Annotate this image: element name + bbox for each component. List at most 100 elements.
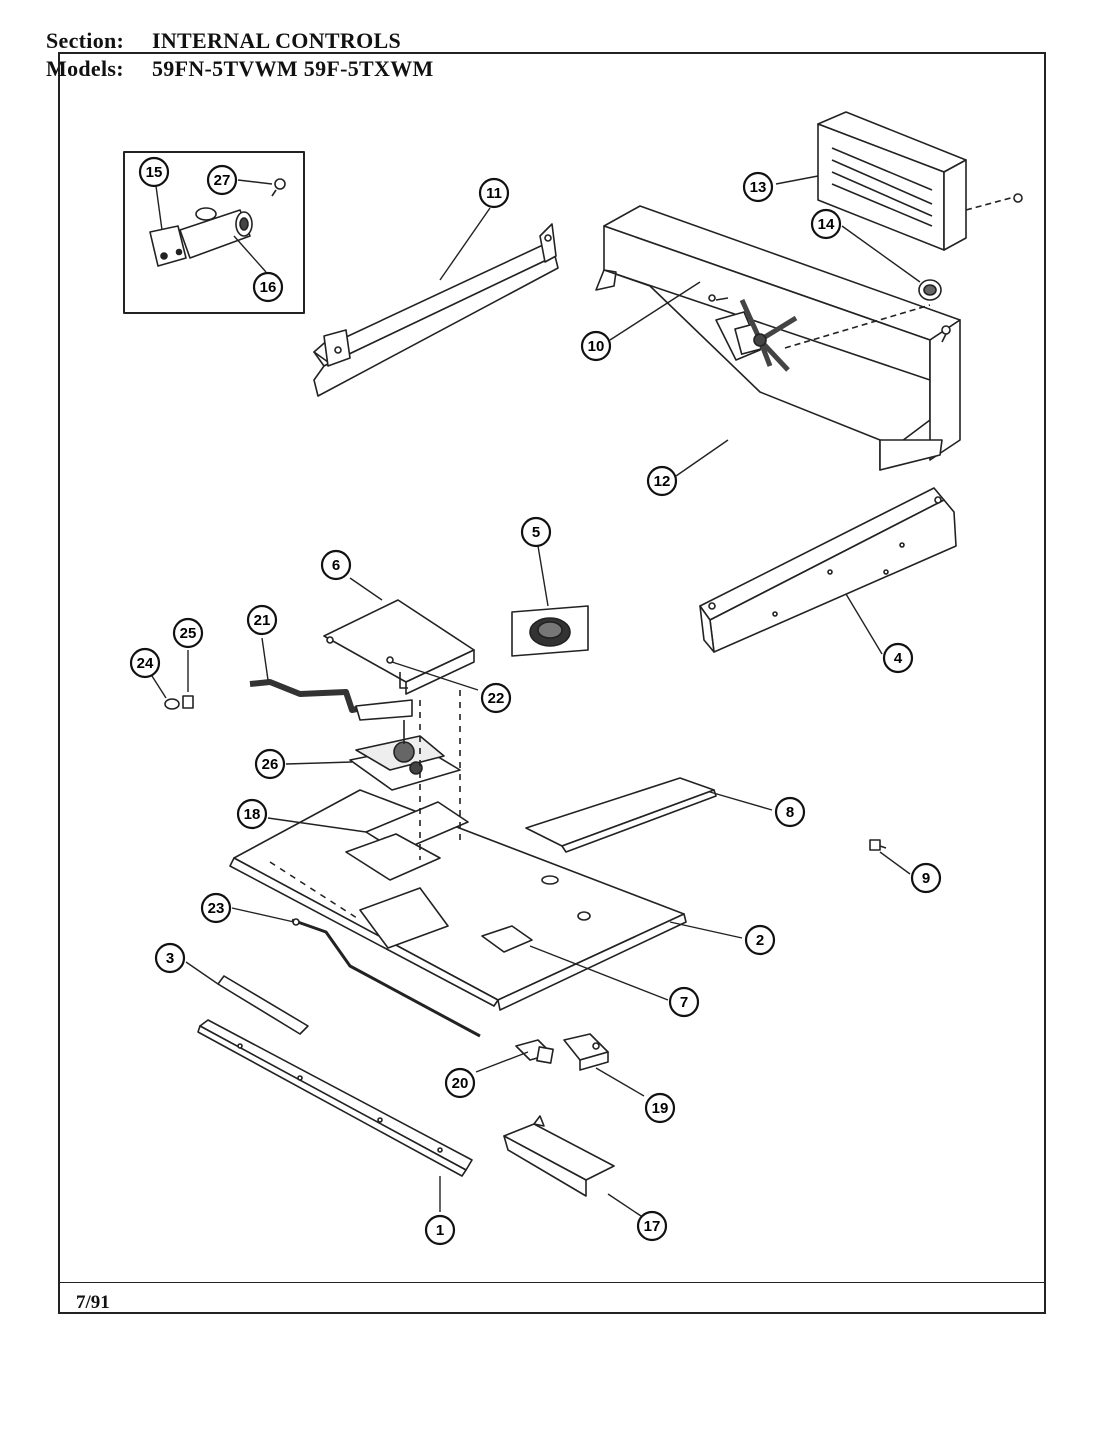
callout-number: 8 — [786, 804, 794, 821]
part-5-thermostat — [511, 605, 589, 657]
callout-20: 20 — [444, 1067, 476, 1099]
callout-22: 22 — [480, 682, 512, 714]
callout-number: 11 — [486, 185, 502, 202]
callout-number: 3 — [166, 950, 174, 967]
callout-circle — [424, 1214, 456, 1246]
diagram-frame — [58, 52, 1046, 1314]
part-17-channel — [503, 1115, 615, 1197]
footer-divider — [58, 1282, 1046, 1283]
part-3-angle — [217, 975, 309, 1035]
callout-number: 9 — [922, 870, 930, 887]
callout-circle — [480, 682, 512, 714]
callout-number: 13 — [750, 179, 767, 196]
callout-circle — [236, 798, 268, 830]
callout-number: 25 — [180, 625, 197, 642]
callout-25: 25 — [172, 617, 204, 649]
callout-number: 12 — [654, 473, 671, 490]
part-19-switch — [563, 1033, 609, 1071]
callout-21: 21 — [246, 604, 278, 636]
callout-3: 3 — [154, 942, 186, 974]
callout-1: 1 — [424, 1214, 456, 1246]
models-header: Models:59FN-5TVWM 59F-5TXWM — [46, 56, 434, 82]
part-10-duct — [595, 205, 961, 471]
callout-7: 7 — [668, 986, 700, 1018]
callout-24: 24 — [129, 647, 161, 679]
section-header: Section: INTERNAL CONTROLS — [46, 28, 401, 54]
callout-26: 26 — [254, 748, 286, 780]
callout-number: 15 — [146, 164, 163, 181]
part-15-switch-plate — [149, 225, 187, 267]
callout-circle — [882, 642, 914, 674]
callout-13: 13 — [742, 171, 774, 203]
part-20-switch — [515, 1039, 554, 1064]
callout-number: 27 — [214, 172, 231, 189]
part-8-strip — [525, 777, 717, 853]
callout-number: 14 — [818, 216, 835, 233]
callout-number: 6 — [332, 557, 340, 574]
callout-17: 17 — [636, 1210, 668, 1242]
callout-number: 4 — [894, 650, 903, 667]
callout-19: 19 — [644, 1092, 676, 1124]
callout-circle — [742, 171, 774, 203]
callout-group: 1234567891011121314151617181920212223242… — [129, 156, 942, 1246]
callout-circle — [254, 748, 286, 780]
callout-number: 5 — [532, 524, 540, 541]
callout-circle — [910, 862, 942, 894]
callout-circle — [520, 516, 552, 548]
part-25-spacer — [182, 695, 194, 709]
callout-circle — [668, 986, 700, 1018]
callout-circle — [252, 271, 284, 303]
callout-number: 17 — [644, 1218, 661, 1235]
part-9-clip — [869, 839, 887, 851]
callout-circle — [206, 164, 238, 196]
part-24-clip — [164, 698, 180, 710]
callout-number: 20 — [452, 1075, 469, 1092]
callout-circle — [200, 892, 232, 924]
callout-number: 23 — [208, 900, 225, 917]
callout-number: 19 — [652, 1100, 669, 1117]
callout-circle — [644, 1092, 676, 1124]
callout-12: 12 — [646, 465, 678, 497]
callout-circle — [810, 208, 842, 240]
callout-14: 14 — [810, 208, 842, 240]
callout-number: 21 — [254, 612, 271, 629]
callout-number: 7 — [680, 994, 688, 1011]
callout-circle — [444, 1067, 476, 1099]
callout-number: 18 — [244, 806, 261, 823]
callout-number: 24 — [137, 655, 154, 672]
section-title: INTERNAL CONTROLS — [152, 28, 401, 53]
part-4-rail — [699, 487, 957, 653]
callout-number: 16 — [260, 279, 277, 296]
part-23-rod — [291, 918, 481, 1038]
callout-23: 23 — [200, 892, 232, 924]
part-13-vent-housing — [817, 111, 1023, 251]
callout-circle — [129, 647, 161, 679]
callout-circle — [478, 177, 510, 209]
part-12-fan-motor — [708, 294, 798, 372]
part-6-cover-plate — [323, 599, 475, 695]
callout-circle — [154, 942, 186, 974]
part-2-base-panel — [229, 690, 687, 1011]
callout-9: 9 — [910, 862, 942, 894]
models-list: 59FN-5TVWM 59F-5TXWM — [152, 56, 434, 81]
section-label: Section: — [46, 28, 125, 53]
callout-27: 27 — [206, 164, 238, 196]
part-11-bracket — [313, 223, 559, 397]
part-16-solenoid — [179, 207, 253, 259]
callout-16: 16 — [252, 271, 284, 303]
part-1-long-rail — [197, 1019, 473, 1177]
callout-number: 26 — [262, 756, 279, 773]
callout-circle — [744, 924, 776, 956]
callout-number: 2 — [756, 932, 764, 949]
callout-6: 6 — [320, 549, 352, 581]
callout-circle — [138, 156, 170, 188]
leader-lines — [151, 175, 921, 1223]
callout-11: 11 — [478, 177, 510, 209]
callout-circle — [774, 796, 806, 828]
revision-date: 7/91 — [76, 1292, 110, 1313]
callout-number: 1 — [436, 1222, 444, 1239]
callout-8: 8 — [774, 796, 806, 828]
callout-circle — [646, 465, 678, 497]
callout-number: 10 — [588, 338, 605, 355]
